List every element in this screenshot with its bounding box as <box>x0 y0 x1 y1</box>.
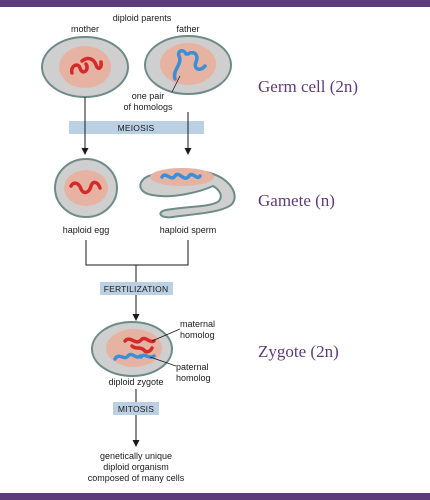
paternal-chromosome-1 <box>172 49 188 81</box>
diploid-zygote-cell <box>91 321 173 377</box>
paternal-chromosome-2 <box>186 50 207 71</box>
meiosis-label: MEIOSIS <box>118 123 155 133</box>
diploid-zygote-label: diploid zygote <box>108 377 163 387</box>
father-label: father <box>176 24 199 34</box>
bottom-accent-bar <box>0 493 430 500</box>
maternal-callout-line <box>151 328 181 342</box>
sperm-chromosome <box>160 172 202 180</box>
stage-germ-cell-label: Germ cell (2n) <box>258 77 358 96</box>
haploid-sperm-cell <box>139 168 236 219</box>
homolog-pair-label-line2: of homologs <box>123 102 173 112</box>
zygote-maternal-chromosome-1 <box>123 336 156 344</box>
outcome-line2: diploid organism <box>103 462 169 472</box>
zygote-paternal-chromosome-2 <box>139 353 156 359</box>
paternal-callout-line <box>149 356 177 367</box>
maternal-homolog-label-line2: homolog <box>180 330 215 340</box>
stage-gamete-label: Gamete (n) <box>258 191 335 210</box>
egg-chromosome <box>69 180 102 195</box>
outcome-line1: genetically unique <box>100 451 172 461</box>
maternal-homolog-label-line1: maternal <box>180 319 215 329</box>
maternal-chromosome-1 <box>69 62 89 75</box>
mother-label: mother <box>71 24 99 34</box>
fertilization-label: FERTILIZATION <box>104 284 169 294</box>
mitosis-box <box>113 402 159 415</box>
mitosis-label: MITOSIS <box>118 404 154 414</box>
zygote-maternal-chromosome-2 <box>130 344 154 354</box>
maternal-chromosome-2 <box>80 56 103 71</box>
fertilization-join-lines <box>85 240 189 266</box>
mother-cell <box>41 36 129 98</box>
diploid-parents-label: diploid parents <box>113 13 172 23</box>
paternal-homolog-label-line2: homolog <box>176 373 211 383</box>
haploid-sperm-label: haploid sperm <box>160 225 217 235</box>
meiosis-box <box>69 121 204 134</box>
homolog-callout-line <box>171 75 181 93</box>
father-cell <box>144 35 232 95</box>
top-accent-bar <box>0 0 430 7</box>
stage-zygote-label: Zygote (2n) <box>258 342 339 361</box>
haploid-egg-cell <box>54 158 118 218</box>
paternal-homolog-label-line1: paternal <box>176 362 209 372</box>
zygote-paternal-chromosome-1 <box>113 352 142 361</box>
fertilization-box <box>100 282 173 295</box>
haploid-egg-label: haploid egg <box>63 225 110 235</box>
outcome-line3: composed of many cells <box>88 473 185 483</box>
homolog-pair-label-line1: one pair <box>132 91 165 101</box>
